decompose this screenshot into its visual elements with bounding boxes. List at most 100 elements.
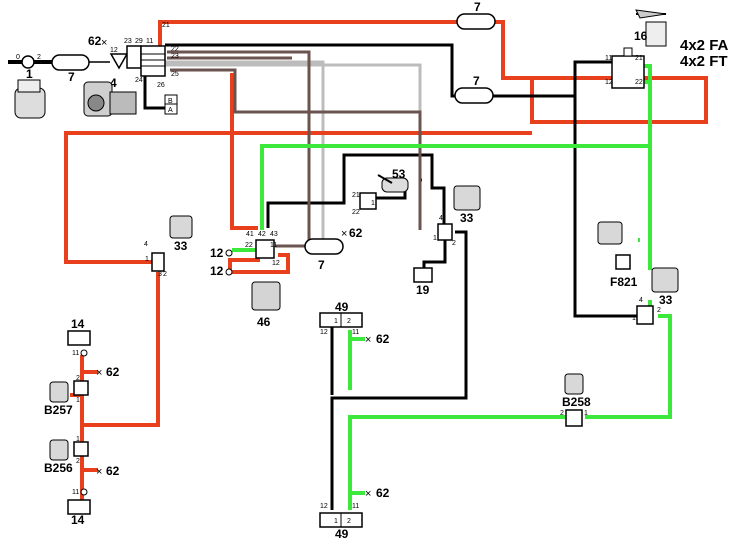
svg-text:A: A xyxy=(168,107,173,114)
svg-text:7: 7 xyxy=(474,0,481,14)
svg-text:2: 2 xyxy=(76,375,80,382)
svg-text:12: 12 xyxy=(320,329,328,336)
component-33-left: 33 4 1 2 3 xyxy=(144,215,193,278)
svg-text:1: 1 xyxy=(334,318,338,325)
svg-text:7: 7 xyxy=(68,70,75,84)
svg-text:4: 4 xyxy=(144,241,148,248)
svg-text:41: 41 xyxy=(246,231,254,238)
svg-text:53: 53 xyxy=(392,167,406,181)
svg-text:22: 22 xyxy=(171,46,179,53)
svg-text:B256: B256 xyxy=(44,461,73,475)
svg-text:B: B xyxy=(168,98,173,105)
component-B257: B257 2 1 × 62 xyxy=(44,365,120,417)
svg-text:11: 11 xyxy=(352,329,359,336)
svg-text:49: 49 xyxy=(335,527,349,541)
component-33-right: 33 4 1 2 xyxy=(632,267,679,325)
svg-text:22: 22 xyxy=(352,209,360,216)
label-1: 1 xyxy=(26,67,33,81)
svg-text:24: 24 xyxy=(135,77,143,84)
svg-text:1: 1 xyxy=(145,256,149,263)
component-53: 53 21 22 1 xyxy=(352,167,409,216)
svg-text:62: 62 xyxy=(106,365,120,379)
svg-text:62: 62 xyxy=(349,226,363,240)
svg-text:×: × xyxy=(365,334,371,346)
svg-text:25: 25 xyxy=(171,71,179,78)
svg-text:21: 21 xyxy=(162,22,170,29)
component-1: 1 0 2 xyxy=(8,54,52,119)
svg-text:23: 23 xyxy=(171,53,179,60)
svg-text:42: 42 xyxy=(258,231,266,238)
component-B256: B256 1 2 × 62 xyxy=(44,436,120,478)
svg-text:43: 43 xyxy=(270,231,278,238)
svg-text:1: 1 xyxy=(76,436,80,443)
svg-text:11: 11 xyxy=(270,242,277,249)
component-B258: B258 2 1 xyxy=(560,373,591,427)
svg-text:2: 2 xyxy=(76,458,80,465)
svg-text:12: 12 xyxy=(605,79,613,86)
component-16: 16 11 21 12 22 xyxy=(605,9,667,89)
svg-text:12: 12 xyxy=(272,260,280,267)
svg-text:62: 62 xyxy=(106,464,120,478)
svg-text:2: 2 xyxy=(347,318,351,325)
svg-text:11: 11 xyxy=(605,55,612,62)
svg-text:12: 12 xyxy=(110,47,118,54)
svg-text:12: 12 xyxy=(210,246,224,260)
svg-text:33: 33 xyxy=(659,293,673,307)
svg-text:1: 1 xyxy=(433,235,437,242)
component-F821: F821 xyxy=(597,221,638,289)
svg-text:1: 1 xyxy=(584,410,588,417)
svg-text:F821: F821 xyxy=(610,275,638,289)
svg-text:4: 4 xyxy=(639,297,643,304)
svg-text:2: 2 xyxy=(37,54,41,61)
svg-text:×: × xyxy=(96,367,102,379)
svg-text:B257: B257 xyxy=(44,403,73,417)
svg-text:11: 11 xyxy=(352,503,359,510)
svg-text:22: 22 xyxy=(635,79,643,86)
svg-text:4: 4 xyxy=(439,215,443,222)
svg-text:22: 22 xyxy=(245,242,253,249)
drain-62-top: 62 xyxy=(88,34,102,48)
svg-text:B258: B258 xyxy=(562,395,591,409)
svg-text:11: 11 xyxy=(146,38,153,45)
svg-text:2: 2 xyxy=(657,307,661,314)
svg-text:14: 14 xyxy=(71,513,85,527)
svg-text:3: 3 xyxy=(158,271,162,278)
svg-text:16: 16 xyxy=(634,29,648,43)
svg-text:11: 11 xyxy=(72,489,79,496)
pipes-brown xyxy=(167,50,422,248)
tank-7-left: 7 xyxy=(51,54,110,84)
svg-text:1: 1 xyxy=(632,315,636,322)
tank-7-center: 7 × 62 xyxy=(304,226,363,272)
svg-text:26: 26 xyxy=(157,82,165,89)
svg-text:11: 11 xyxy=(72,350,79,357)
svg-text:2: 2 xyxy=(560,410,564,417)
svg-text:33: 33 xyxy=(460,211,474,225)
close-icon: × xyxy=(101,37,107,49)
tank-7-top: 7 xyxy=(456,0,496,30)
variant-label-2: 4x2 FT xyxy=(680,53,728,70)
svg-text:14: 14 xyxy=(71,317,85,331)
svg-text:×: × xyxy=(96,466,102,478)
svg-text:12: 12 xyxy=(320,503,328,510)
component-19: 19 xyxy=(413,267,433,297)
svg-text:33: 33 xyxy=(174,239,188,253)
svg-text:7: 7 xyxy=(318,258,325,272)
variant-label-1: 4x2 FA xyxy=(680,37,729,54)
svg-text:4: 4 xyxy=(110,76,117,90)
pipes-green xyxy=(232,64,672,510)
tank-7-mid: 7 xyxy=(454,74,494,104)
svg-text:×: × xyxy=(365,488,371,500)
svg-text:0: 0 xyxy=(16,54,20,61)
svg-text:23: 23 xyxy=(124,38,132,45)
component-49-bottom: 49 1 2 12 11 × 62 xyxy=(319,486,390,541)
svg-text:62: 62 xyxy=(376,486,390,500)
svg-text:19: 19 xyxy=(416,283,430,297)
svg-text:7: 7 xyxy=(473,74,480,88)
svg-text:2: 2 xyxy=(163,271,167,278)
svg-text:62: 62 xyxy=(376,332,390,346)
component-46: 41 42 43 22 11 12 46 12 12 xyxy=(210,231,281,329)
svg-text:1: 1 xyxy=(76,397,80,404)
components: 1 0 2 7 4 B A 12 23 29 xyxy=(8,0,729,541)
svg-text:49: 49 xyxy=(335,300,349,314)
